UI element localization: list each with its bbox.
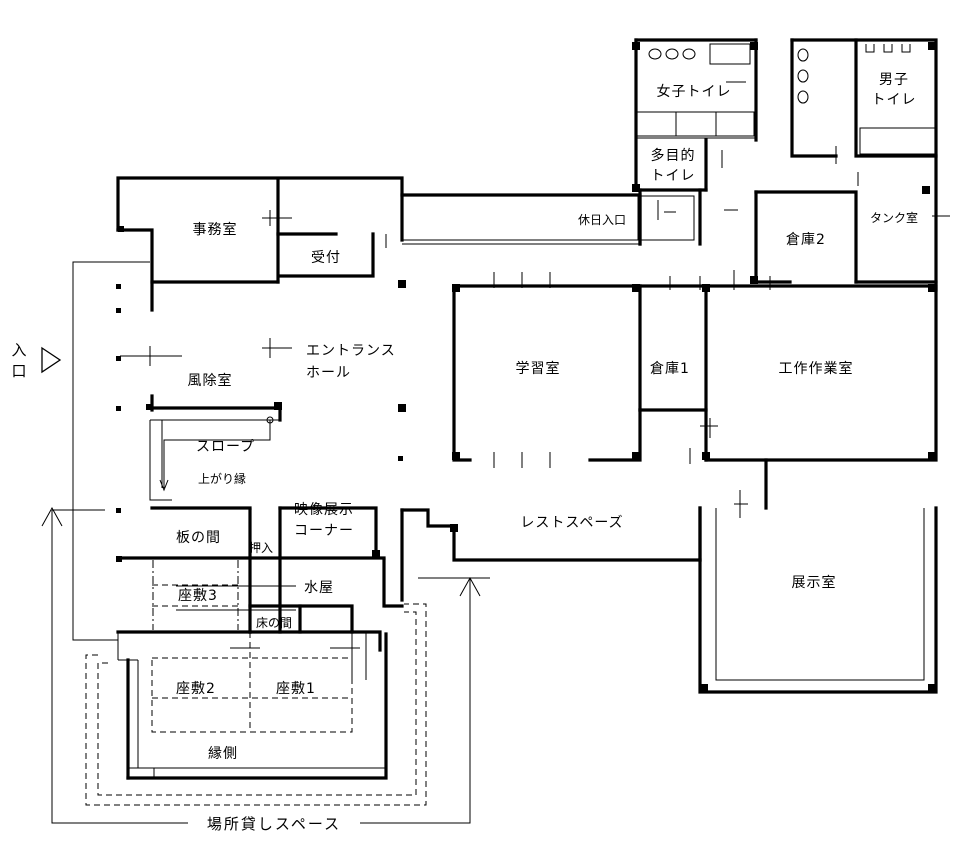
veranda-dashed: [85, 560, 427, 806]
label-entrance-hall-1: エントランス: [306, 343, 396, 359]
label-uketsuke: 受付: [311, 250, 341, 266]
label-gakushushitsu: 学習室: [516, 360, 561, 377]
label-slope: スロープ: [196, 439, 255, 455]
label-tenjishitsu: 展示室: [792, 574, 837, 591]
walls: [116, 38, 938, 780]
label-danshi-1: 男子: [879, 72, 909, 88]
label-entrance-hall-2: ホール: [306, 365, 351, 381]
toilet-fixtures: [635, 43, 937, 241]
door-marks: [120, 81, 950, 649]
rental-space-outline: [41, 261, 490, 824]
room-labels: 事務室 受付 風除室 エントランス ホール スロープ 上がり縁 映像展示 コーナ…: [176, 72, 918, 762]
label-souko2: 倉庫2: [786, 231, 826, 248]
label-tamokuteki-2: トイレ: [651, 168, 696, 184]
label-rental-space: 場所貸しスペース: [207, 815, 341, 833]
label-toko-no-ma: 床の間: [256, 616, 292, 630]
label-ita-no-ma: 板の間: [176, 530, 221, 546]
entrance-label-2: 口: [11, 362, 28, 380]
label-joshi-toilet: 女子トイレ: [657, 83, 732, 100]
label-engawa: 縁側: [208, 746, 238, 762]
entrance-marker: 入 口: [11, 341, 62, 380]
label-kyujitsu: 休日入口: [578, 213, 626, 227]
label-kousaku: 工作作業室: [779, 360, 854, 377]
label-zashiki1: 座敷1: [276, 681, 316, 697]
label-danshi-2: トイレ: [872, 92, 917, 108]
label-mizuya: 水屋: [304, 580, 334, 596]
entrance-label-1: 入: [11, 341, 28, 359]
label-oshiire: 押入: [249, 541, 273, 555]
tatami-layout: [151, 632, 353, 733]
label-fujoshitsu: 風除室: [188, 372, 233, 389]
label-tamokuteki-1: 多目的: [651, 147, 696, 164]
entrance-arrow-icon: [41, 346, 62, 374]
label-zashiki2: 座敷2: [176, 681, 216, 697]
columns: [116, 42, 936, 692]
label-eizou-1: 映像展示: [294, 502, 354, 518]
label-souko1: 倉庫1: [650, 360, 690, 377]
label-jimushitsu: 事務室: [193, 221, 238, 238]
label-agari-en: 上がり縁: [198, 471, 246, 486]
label-eizou-2: コーナー: [294, 523, 354, 539]
label-zashiki3: 座敷3: [178, 588, 218, 604]
label-tank: タンク室: [870, 210, 918, 225]
label-rest-space: レストスペーズ: [520, 515, 623, 531]
rental-space-label: 場所貸しスペース: [188, 814, 360, 834]
slope-arrow-icon: [159, 416, 274, 492]
